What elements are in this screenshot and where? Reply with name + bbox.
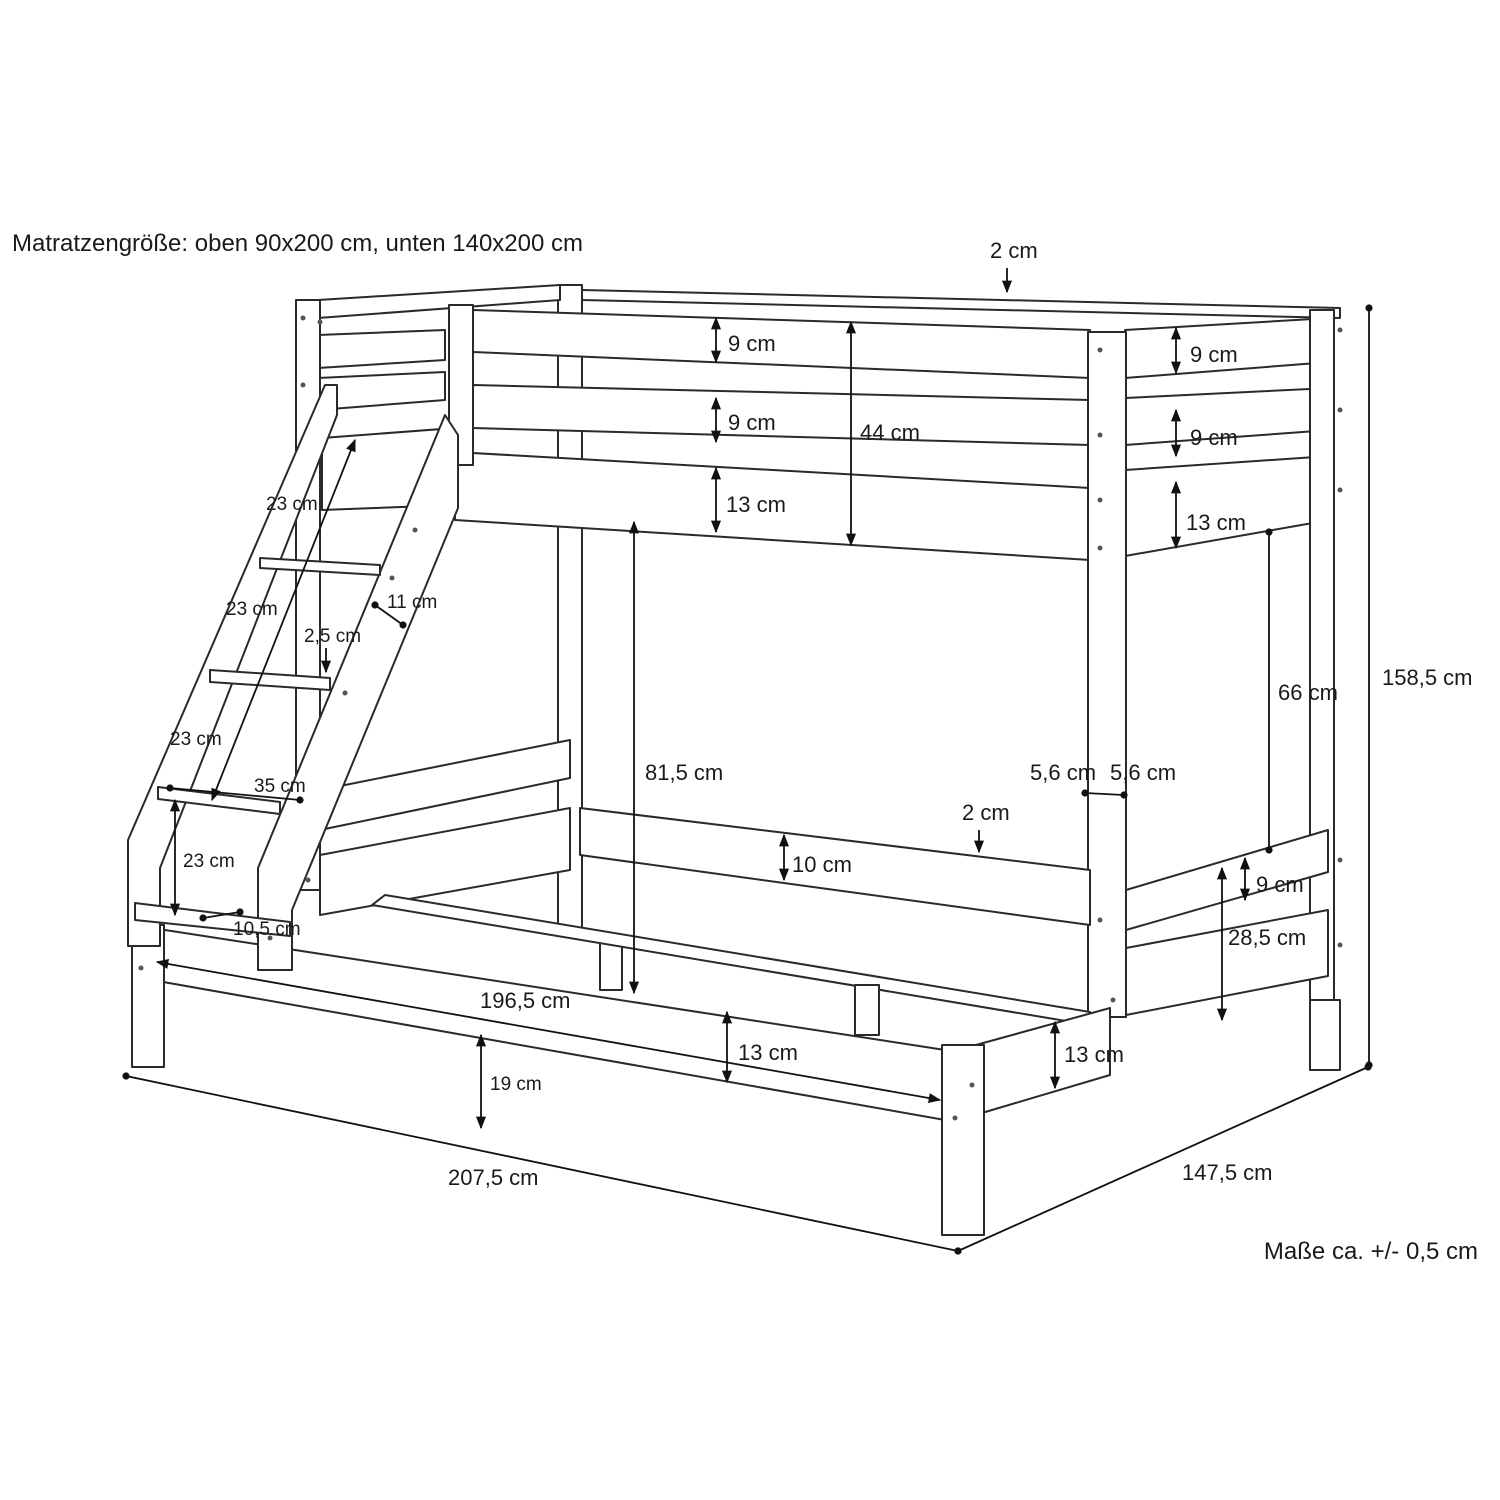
dim-stringer-width	[371, 601, 407, 629]
label-lower-end-height: 28,5 cm	[1228, 925, 1306, 950]
label-floor-clearance: 19 cm	[490, 1074, 542, 1095]
label-rung-width: 35 cm	[254, 776, 306, 797]
label-front-rail-1: 9 cm	[728, 331, 776, 356]
label-end-board-lower: 13 cm	[1064, 1042, 1124, 1067]
label-bottom-depth: 10,5 cm	[233, 919, 301, 940]
label-top-gap: 2 cm	[990, 238, 1038, 263]
label-rung-thickness: 2,5 cm	[304, 626, 361, 647]
label-inner-length: 196,5 cm	[480, 988, 571, 1013]
label-post-width-2: 5,6 cm	[1110, 760, 1176, 785]
center-foot	[854, 984, 880, 1036]
back-top-rail	[581, 289, 1341, 319]
label-stringer-width: 11 cm	[387, 592, 437, 613]
label-lower-end-rail: 9 cm	[1256, 872, 1304, 897]
inner-back-rail	[579, 807, 1091, 926]
label-ladder-step-3: 23 cm	[170, 729, 222, 750]
dimension-lines	[122, 268, 1373, 1255]
dimension-labels: 2 cm 9 cm 9 cm 13 cm 44 cm 9 cm 9 cm 13 …	[170, 238, 1473, 1190]
lower-left-rail-2	[319, 807, 571, 916]
label-total-width: 147,5 cm	[1182, 1160, 1273, 1185]
label-clearance-upper: 66 cm	[1278, 680, 1338, 705]
dim-bottom-depth	[199, 908, 244, 922]
label-inner-gap: 2 cm	[962, 800, 1010, 825]
label-clearance-lower: 81,5 cm	[645, 760, 723, 785]
label-inner-rail: 10 cm	[792, 852, 852, 877]
label-front-rail-2: 9 cm	[728, 410, 776, 435]
dim-ladder-steps	[211, 438, 356, 802]
label-front-board: 13 cm	[726, 492, 786, 517]
dim-total-width	[954, 1063, 1372, 1255]
front-right-post	[1087, 331, 1127, 1018]
label-end-board: 13 cm	[1186, 510, 1246, 535]
right-rear-leg	[1309, 999, 1341, 1071]
label-end-rail-1: 9 cm	[1190, 342, 1238, 367]
screw-holes	[138, 315, 1343, 1121]
label-end-rail-2: 9 cm	[1190, 425, 1238, 450]
label-post-width-1: 5,6 cm	[1030, 760, 1096, 785]
label-ladder-step-1: 23 cm	[266, 494, 318, 515]
label-total-length: 207,5 cm	[448, 1165, 539, 1190]
label-ladder-step-2: 23 cm	[226, 599, 278, 620]
dim-post-width	[1081, 789, 1128, 799]
dim-total-length	[122, 1072, 962, 1255]
label-front-board-lower: 13 cm	[738, 1040, 798, 1065]
label-guard-height: 44 cm	[860, 420, 920, 445]
label-total-height: 158,5 cm	[1382, 665, 1473, 690]
upper-left-rail-1	[317, 329, 446, 369]
ladder-rung-1	[259, 557, 381, 576]
label-ladder-step-4: 23 cm	[183, 851, 235, 872]
mattress-size-note: Matratzengröße: oben 90x200 cm, unten 14…	[12, 230, 584, 257]
front-right-leg	[941, 1044, 985, 1236]
dim-rung-width	[166, 784, 304, 804]
upper-end-board	[1124, 455, 1331, 557]
